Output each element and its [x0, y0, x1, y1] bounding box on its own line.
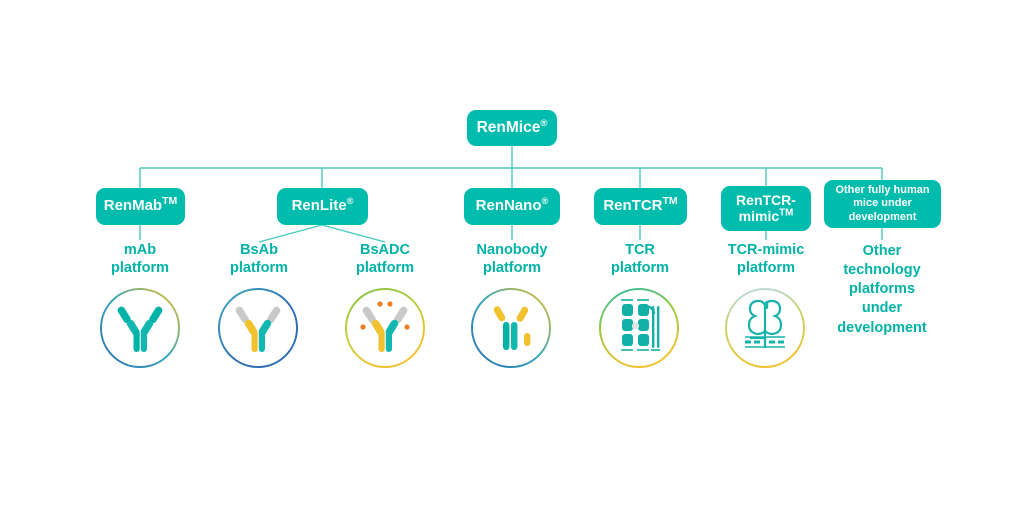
node-rentcr[interactable]: RenTCRTM — [594, 188, 687, 225]
icon-bsadc-platform[interactable] — [343, 286, 427, 370]
node-renmice[interactable]: RenMice® — [467, 110, 557, 146]
peptide-marker — [765, 301, 769, 309]
caption-mab-line1: mAb — [123, 242, 157, 258]
caption-tcr-line2: platform — [611, 259, 669, 276]
caption-bsab-platform: BsAb platform — [199, 242, 319, 278]
node-renmice-label: RenMice — [476, 119, 541, 137]
node-renmab-label: RenMab — [103, 197, 163, 215]
nanobody-icon — [493, 306, 531, 350]
antibody-bsab-icon — [235, 306, 281, 352]
node-other-mice-line3: development — [848, 210, 917, 223]
drug-payload-dot — [360, 324, 366, 330]
node-rentcr-mimic[interactable]: RenTCR- mimicTM — [721, 186, 811, 231]
registered-mark: ® — [541, 196, 549, 207]
drug-payload-dot — [377, 301, 383, 307]
node-other-mice-line2: mice under — [853, 197, 912, 210]
caption-other-line5: development — [837, 319, 927, 336]
caption-tcr-mimic-platform: TCR-mimic platform — [701, 242, 831, 278]
node-rennano-label: RenNano — [475, 197, 542, 215]
caption-bsadc-line2: platform — [356, 259, 414, 276]
caption-tcr-mimic-line1: TCR-mimic — [727, 242, 805, 258]
antibody-bsadc-icon — [360, 301, 410, 352]
caption-other-line3: platforms — [848, 281, 916, 298]
node-rentcr-mimic-label-line1: RenTCR- — [736, 191, 796, 208]
icon-tcr-mimic-platform[interactable] — [723, 286, 807, 370]
node-renlite[interactable]: RenLite® — [277, 188, 368, 225]
drug-payload-dot — [387, 301, 393, 307]
caption-other-line4: under — [861, 300, 903, 317]
caption-nanobody-line2: platform — [483, 259, 541, 276]
tcr-mimic-icon — [747, 299, 783, 348]
icon-bsab-platform[interactable] — [216, 286, 300, 370]
caption-bsadc-line1: BsADC — [360, 242, 410, 258]
node-rennano[interactable]: RenNano® — [464, 188, 560, 225]
node-rentcr-mimic-label-line2: mimic — [738, 207, 780, 224]
caption-mab-line2: platform — [111, 259, 169, 276]
icon-tcr-platform[interactable] — [597, 286, 681, 370]
caption-bsadc-platform: BsADC platform — [325, 242, 445, 278]
caption-nanobody-line1: Nanobody — [476, 242, 548, 258]
caption-nanobody-platform: Nanobody platform — [447, 242, 577, 278]
caption-other-technology-platforms: Other technology platforms under develop… — [817, 242, 947, 338]
registered-mark: ® — [346, 196, 354, 207]
node-other-mice-line1: Other fully human — [835, 183, 930, 196]
trademark-mark: TM — [662, 195, 678, 208]
trademark-mark: TM — [779, 206, 794, 218]
caption-bsab-line1: BsAb — [240, 242, 278, 258]
tcr-icon — [621, 299, 660, 351]
trademark-mark: TM — [162, 195, 178, 208]
caption-tcr-line1: TCR — [625, 242, 655, 258]
caption-tcr-mimic-line2: platform — [737, 259, 795, 276]
icon-mab-platform[interactable] — [98, 286, 182, 370]
node-renmab[interactable]: RenMabTM — [96, 188, 185, 225]
node-renlite-label: RenLite — [291, 197, 347, 215]
node-other-mice[interactable]: Other fully human mice under development — [824, 180, 941, 228]
registered-mark: ® — [540, 118, 548, 130]
antibody-mab-icon — [117, 306, 163, 352]
caption-other-line1: Other — [862, 243, 902, 259]
caption-mab-platform: mAb platform — [80, 242, 200, 278]
caption-bsab-line2: platform — [230, 259, 288, 276]
caption-other-line2: technology — [843, 262, 921, 279]
node-rentcr-label: RenTCR — [603, 197, 663, 215]
drug-payload-dot — [404, 324, 410, 330]
caption-tcr-platform: TCR platform — [580, 242, 700, 278]
icon-nanobody-platform[interactable] — [469, 286, 553, 370]
